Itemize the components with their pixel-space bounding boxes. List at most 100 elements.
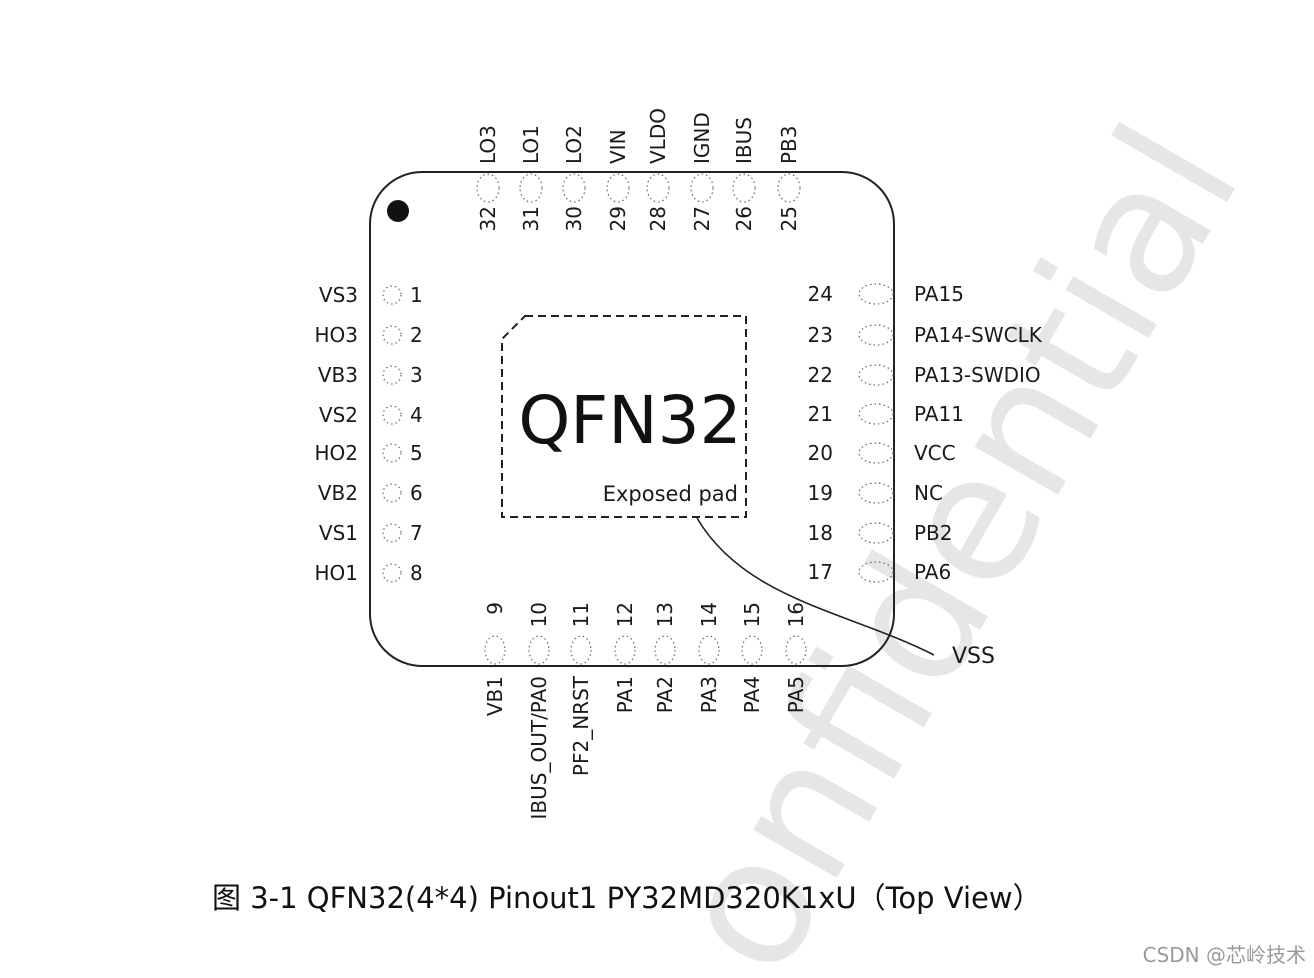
- pin-name-label: PA13-SWDIO: [914, 363, 1041, 387]
- chip-body: [369, 171, 895, 667]
- pin-name-label: PF2_NRST: [569, 675, 593, 776]
- pin-pad: [484, 635, 506, 665]
- pin-number: 12: [613, 602, 637, 627]
- pin-number: 1: [410, 283, 423, 307]
- pin-number: 2: [410, 323, 423, 347]
- pin-number: 5: [410, 441, 423, 465]
- pin-pad: [858, 561, 894, 583]
- pin-name-label: PA6: [914, 560, 951, 584]
- pin-pad: [570, 635, 592, 665]
- pin-number: 23: [808, 323, 833, 347]
- pin-number: 32: [476, 206, 500, 231]
- pin-number: 29: [606, 206, 630, 231]
- pin-number: 3: [410, 363, 423, 387]
- pin-name-label: PA5: [784, 676, 808, 713]
- pin-name-label: HO3: [314, 323, 358, 347]
- pin-pad: [858, 482, 894, 504]
- pin-number: 19: [808, 481, 833, 505]
- pin-name-label: LO2: [562, 125, 586, 164]
- pin-name-label: LO1: [519, 125, 543, 164]
- pin-name-label: PB3: [777, 125, 801, 164]
- pin1-indicator-dot: [387, 200, 409, 222]
- pin-pad: [382, 405, 402, 425]
- pin-pad: [858, 364, 894, 386]
- pin-pad: [382, 365, 402, 385]
- pin-name-label: VS3: [319, 283, 358, 307]
- pin-pad: [382, 285, 402, 305]
- pin-name-label: PA1: [613, 676, 637, 713]
- pin-number: 30: [562, 206, 586, 231]
- pin-name-label: VB3: [318, 363, 358, 387]
- pin-number: 11: [569, 602, 593, 627]
- pin-name-label: NC: [914, 481, 943, 505]
- pin-pad: [382, 563, 402, 583]
- pin-pad: [741, 635, 763, 665]
- pin-pad: [858, 283, 894, 305]
- pin-pad: [858, 324, 894, 346]
- pin-pad: [698, 635, 720, 665]
- pin-name-label: IBUS_OUT/PA0: [527, 676, 551, 819]
- pin-pad: [732, 173, 756, 203]
- pin-name-label: PA4: [740, 676, 764, 713]
- pin-name-label: PA14-SWCLK: [914, 323, 1043, 347]
- pin-pad: [654, 635, 676, 665]
- pin-number: 21: [808, 402, 833, 426]
- pin-number: 8: [410, 561, 423, 585]
- exposed-pad-outline: [501, 315, 747, 518]
- pin-name-label: HO1: [314, 561, 358, 585]
- pin-pad: [614, 635, 636, 665]
- pin-number: 28: [646, 206, 670, 231]
- pin-name-label: IGND: [690, 112, 714, 164]
- pin-number: 20: [808, 441, 833, 465]
- pin-name-label: VCC: [914, 441, 956, 465]
- figure-caption: 图 3-1 QFN32(4*4) Pinout1 PY32MD320K1xU（T…: [212, 881, 1042, 915]
- source-credit: CSDN @芯岭技术: [1142, 943, 1306, 967]
- pin-name-label: HO2: [314, 441, 358, 465]
- pin-name-label: PB2: [914, 521, 953, 545]
- pin-number: 27: [690, 206, 714, 231]
- pin-pad: [606, 173, 630, 203]
- pin-number: 7: [410, 521, 423, 545]
- pin-pad: [858, 403, 894, 425]
- pin-number: 16: [784, 602, 808, 627]
- pin-number: 26: [732, 206, 756, 231]
- pin-pad: [690, 173, 714, 203]
- pin-pad: [858, 522, 894, 544]
- pin-pad: [785, 635, 807, 665]
- pin-number: 14: [697, 602, 721, 627]
- pin-number: 10: [527, 602, 551, 627]
- pin-pad: [528, 635, 550, 665]
- pin-name-label: PA15: [914, 282, 964, 306]
- pin-number: 25: [777, 206, 801, 231]
- pin-number: 22: [808, 363, 833, 387]
- pin-pad: [777, 173, 801, 203]
- pin-pad: [562, 173, 586, 203]
- pin-pad: [476, 173, 500, 203]
- pin-name-label: VS1: [319, 521, 358, 545]
- pin-name-label: PA3: [697, 676, 721, 713]
- pin-name-label: VIN: [606, 129, 630, 164]
- pin-name-label: VS2: [319, 403, 358, 427]
- pin-pad: [646, 173, 670, 203]
- pin-number: 31: [519, 206, 543, 231]
- pin-number: 13: [653, 602, 677, 627]
- pin-name-label: IBUS: [732, 117, 756, 164]
- pin-pad: [519, 173, 543, 203]
- pin-number: 17: [808, 560, 833, 584]
- pin-name-label: VB1: [483, 676, 507, 716]
- vss-leader-line: [696, 517, 935, 656]
- pin-name-label: PA2: [653, 676, 677, 713]
- pin-pad: [382, 483, 402, 503]
- pin-number: 24: [808, 282, 833, 306]
- chip-title: QFN32: [518, 382, 741, 459]
- pin-pad: [382, 325, 402, 345]
- pin-name-label: PA11: [914, 402, 964, 426]
- pin-number: 4: [410, 403, 423, 427]
- pin-number: 15: [740, 602, 764, 627]
- pin-name-label: VLDO: [646, 108, 670, 164]
- pin-name-label: VB2: [318, 481, 358, 505]
- pin-pad: [382, 523, 402, 543]
- pin-name-label: LO3: [476, 125, 500, 164]
